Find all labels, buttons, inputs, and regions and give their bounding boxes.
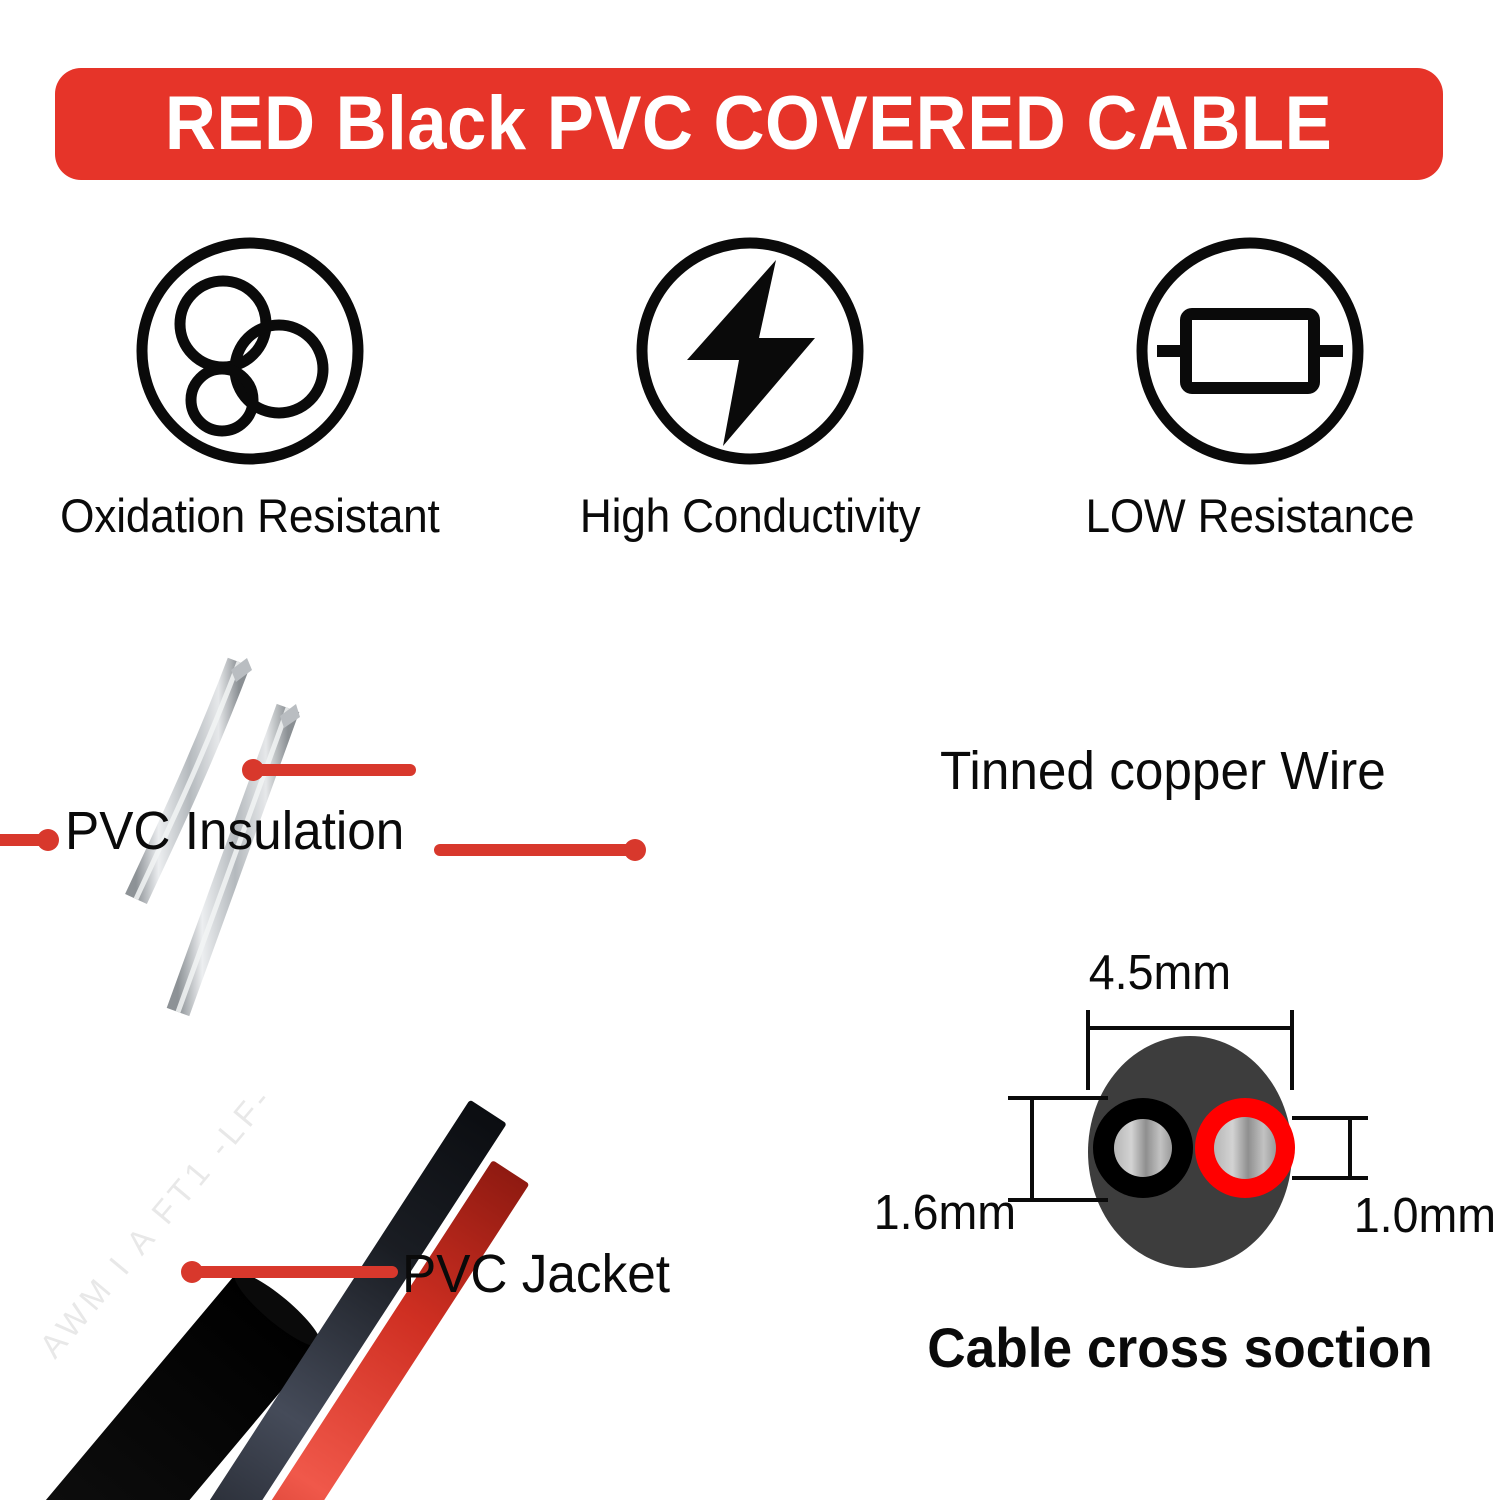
dimension-red-conductor — [1292, 1116, 1368, 1180]
tinned-conductor-black — [125, 657, 252, 905]
callout-label-pvc-insulation: PVC Insulation — [65, 801, 405, 861]
feature-row: Oxidation Resistant High Conductivity LO… — [0, 232, 1500, 562]
dimension-label-red-conductor: 1.0mm — [1353, 1189, 1497, 1243]
feature-label-oxidation-resistant: Oxidation Resistant — [60, 489, 440, 542]
pvc-jacket-tube — [0, 1272, 321, 1500]
leader-tinned-copper-wire — [242, 759, 416, 781]
callout-label-tinned-copper-wire: Tinned copper Wire — [940, 741, 1386, 801]
black-insulated-wire — [166, 1100, 506, 1500]
leader-pvc-insulation — [0, 829, 59, 851]
tinned-conductor-red — [166, 703, 300, 1017]
cross-section-red-conductor — [1195, 1098, 1295, 1198]
feature-low-resistance: LOW Resistance — [1035, 232, 1465, 543]
dimension-outer-diameter — [1086, 1010, 1294, 1090]
callout-label-pvc-jacket: PVC Jacket — [402, 1244, 671, 1304]
feature-high-conductivity: High Conductivity — [535, 232, 965, 543]
feature-label-low-resistance: LOW Resistance — [1085, 489, 1415, 542]
red-insulated-wire — [196, 1161, 529, 1500]
lightning-bolt-icon — [636, 237, 864, 465]
feature-oxidation-resistant: Oxidation Resistant — [35, 232, 465, 543]
resistor-icon — [1136, 237, 1364, 465]
cable-cross-section-three-circles-icon — [136, 237, 364, 465]
header-banner: RED Black PVC COVERED CABLE — [55, 68, 1443, 180]
dimension-black-conductor — [1008, 1096, 1108, 1202]
cross-section-panel: 4.5mm 1.6mm 1.0mm Cable cross soction — [860, 930, 1500, 1430]
cable-illustration: AWM I A FT1 -LF- — [0, 657, 529, 1500]
cross-section-caption: Cable cross soction — [927, 1316, 1433, 1379]
leader-pvc-jacket — [181, 1261, 398, 1283]
page-title: RED Black PVC COVERED CABLE — [165, 81, 1333, 166]
feature-label-high-conductivity: High Conductivity — [579, 489, 921, 542]
cross-section-diagram — [1008, 1010, 1368, 1268]
leader-pvc-insulation-stub — [434, 839, 646, 861]
dimension-label-outer-diameter: 4.5mm — [1088, 946, 1232, 1000]
dimension-label-black-conductor: 1.6mm — [873, 1186, 1017, 1240]
cross-section-black-conductor — [1093, 1098, 1193, 1198]
